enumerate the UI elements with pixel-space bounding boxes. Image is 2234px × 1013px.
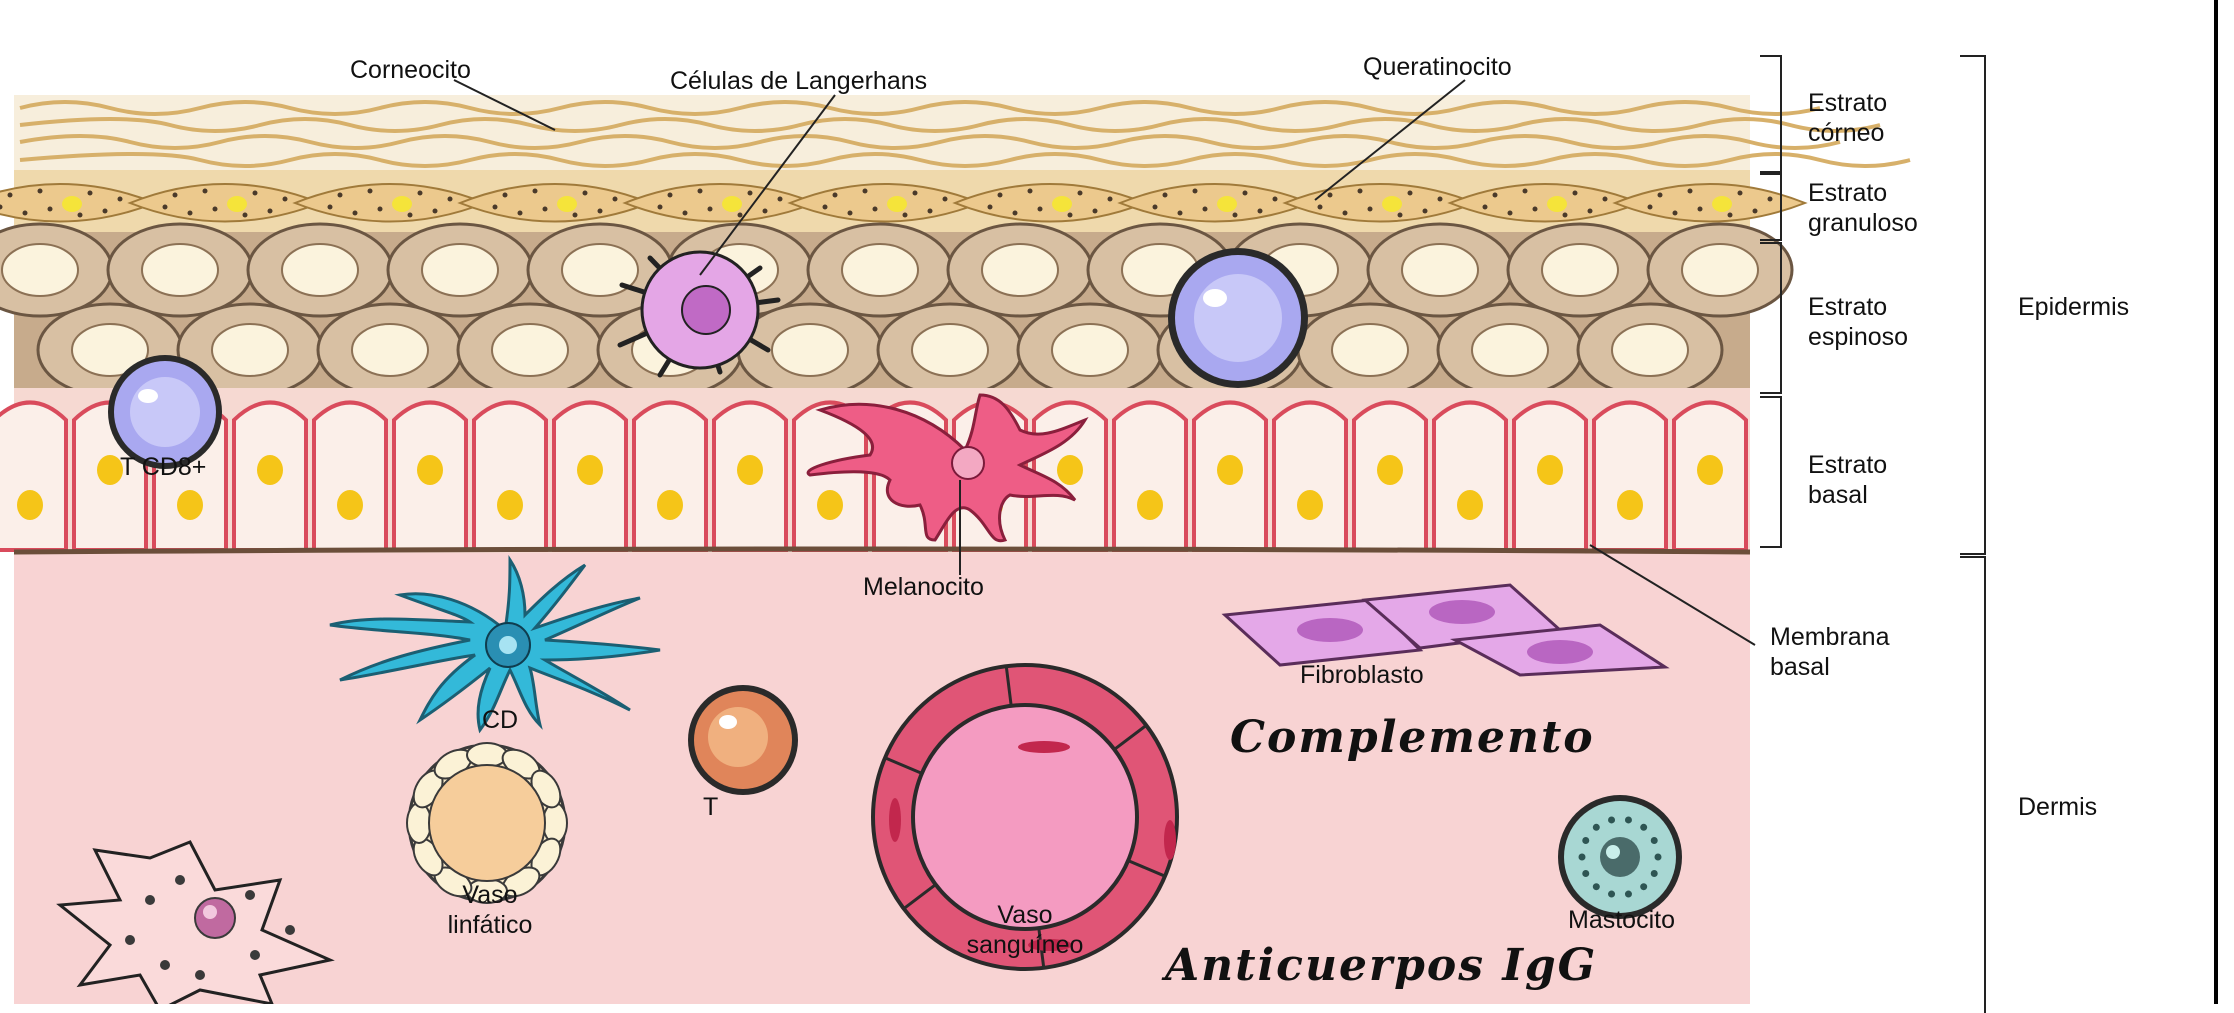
- stratum-label-basal: Estrato basal: [1808, 450, 1887, 510]
- bracket-epidermis: [1960, 55, 1986, 555]
- label-vaso-linfatico-1: Vaso: [420, 880, 560, 910]
- label-tcd8: T CD8+: [120, 452, 206, 482]
- t-cell-dermal: [688, 685, 798, 795]
- label-queratinocito: Queratinocito: [1363, 52, 1512, 82]
- stratum-label-corneo-1: Estrato: [1808, 88, 1887, 118]
- bracket-espinoso: [1760, 242, 1782, 394]
- bracket-basal: [1760, 396, 1782, 548]
- label-langerhans: Células de Langerhans: [670, 66, 927, 96]
- stratum-label-granuloso-2: granuloso: [1808, 208, 1918, 238]
- label-membrana-1: Membrana: [1770, 622, 1890, 652]
- label-vaso-linfatico: Vaso linfático: [420, 880, 560, 940]
- label-membrana-2: basal: [1770, 652, 1890, 682]
- label-complemento: Complemento: [1230, 712, 1595, 763]
- label-cd: CD: [482, 705, 518, 735]
- stratum-label-basal-2: basal: [1808, 480, 1887, 510]
- stratum-label-espinoso-1: Estrato: [1808, 292, 1908, 322]
- stratum-label-espinoso-2: espinoso: [1808, 322, 1908, 352]
- stratum-label-corneo-2: córneo: [1808, 118, 1887, 148]
- stratum-label-espinoso: Estrato espinoso: [1808, 292, 1908, 352]
- bracket-dermis: [1960, 556, 1986, 1013]
- region-label-dermis: Dermis: [2018, 792, 2097, 822]
- lymphatic-vessel: [407, 743, 567, 903]
- label-anticuerpos: Anticuerpos IgG: [1165, 940, 1597, 991]
- mast-cell: [1558, 795, 1682, 919]
- label-vaso-linfatico-2: linfático: [420, 910, 560, 940]
- spinous-cells: [0, 224, 1792, 396]
- label-vaso-sanguineo: Vaso sanguíneo: [935, 900, 1115, 960]
- label-t: T: [703, 792, 718, 822]
- label-melanocito: Melanocito: [863, 572, 984, 602]
- lymphocyte-epidermal: [1168, 248, 1308, 388]
- label-mastocito: Mastocito: [1568, 905, 1675, 935]
- stratum-label-corneo: Estrato córneo: [1808, 88, 1887, 148]
- label-membrana: Membrana basal: [1770, 622, 1890, 682]
- label-vaso-sanguineo-1: Vaso: [935, 900, 1115, 930]
- bracket-corneo: [1760, 55, 1782, 175]
- stratum-label-granuloso: Estrato granuloso: [1808, 178, 1918, 238]
- region-label-epidermis: Epidermis: [2018, 292, 2129, 322]
- stratum-label-granuloso-1: Estrato: [1808, 178, 1918, 208]
- label-fibroblasto: Fibroblasto: [1300, 660, 1424, 690]
- label-vaso-sanguineo-2: sanguíneo: [935, 930, 1115, 960]
- stratum-label-basal-1: Estrato: [1808, 450, 1887, 480]
- granular-cells: [0, 184, 1805, 222]
- bracket-granuloso: [1760, 171, 1782, 241]
- label-corneocito: Corneocito: [350, 55, 471, 85]
